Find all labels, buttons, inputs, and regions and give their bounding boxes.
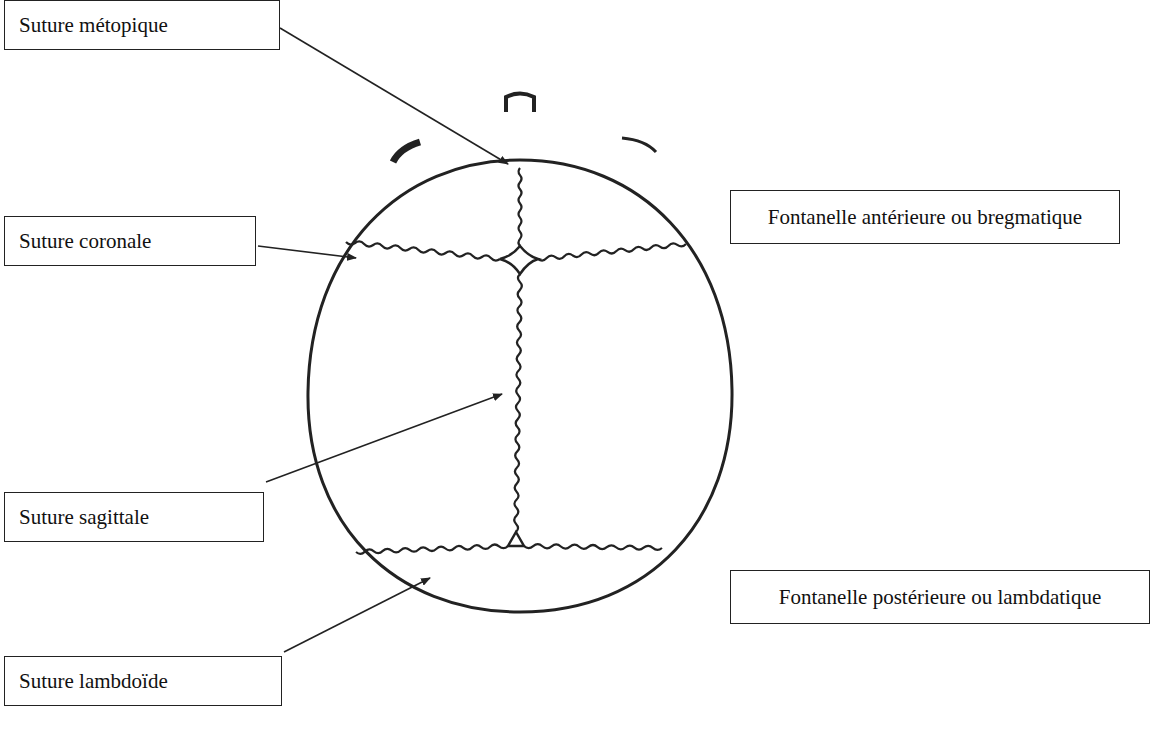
skull-outline	[308, 160, 732, 612]
leader-line	[258, 246, 356, 258]
ear-mark	[622, 138, 656, 152]
anterior-fontanelle	[500, 246, 538, 274]
leader-line	[284, 578, 430, 652]
posterior-fontanelle	[508, 532, 524, 546]
suture-line	[538, 243, 686, 260]
label-text: Fontanelle antérieure ou bregmatique	[747, 203, 1103, 231]
suture-line	[519, 168, 522, 246]
suture-lines	[346, 168, 686, 554]
label-box: Fontanelle antérieure ou bregmatique	[730, 190, 1120, 244]
label-box: Suture coronale	[4, 216, 256, 266]
label-box: Suture lambdoïde	[4, 656, 282, 706]
label-text: Suture lambdoïde	[19, 667, 267, 695]
ear-mark	[393, 142, 420, 162]
label-text: Fontanelle postérieure ou lambdatique	[747, 583, 1133, 611]
label-box: Suture métopique	[4, 0, 280, 50]
suture-line	[514, 274, 522, 532]
nose-mark	[506, 94, 534, 113]
leader-line	[266, 394, 502, 482]
label-text: Suture coronale	[19, 227, 241, 255]
label-box: Suture sagittale	[4, 492, 264, 542]
label-box: Fontanelle postérieure ou lambdatique	[730, 570, 1150, 624]
suture-line	[346, 241, 500, 260]
suture-line	[524, 544, 662, 550]
label-text: Suture métopique	[19, 11, 265, 39]
suture-line	[356, 545, 508, 554]
leader-line	[280, 28, 508, 164]
label-text: Suture sagittale	[19, 503, 249, 531]
